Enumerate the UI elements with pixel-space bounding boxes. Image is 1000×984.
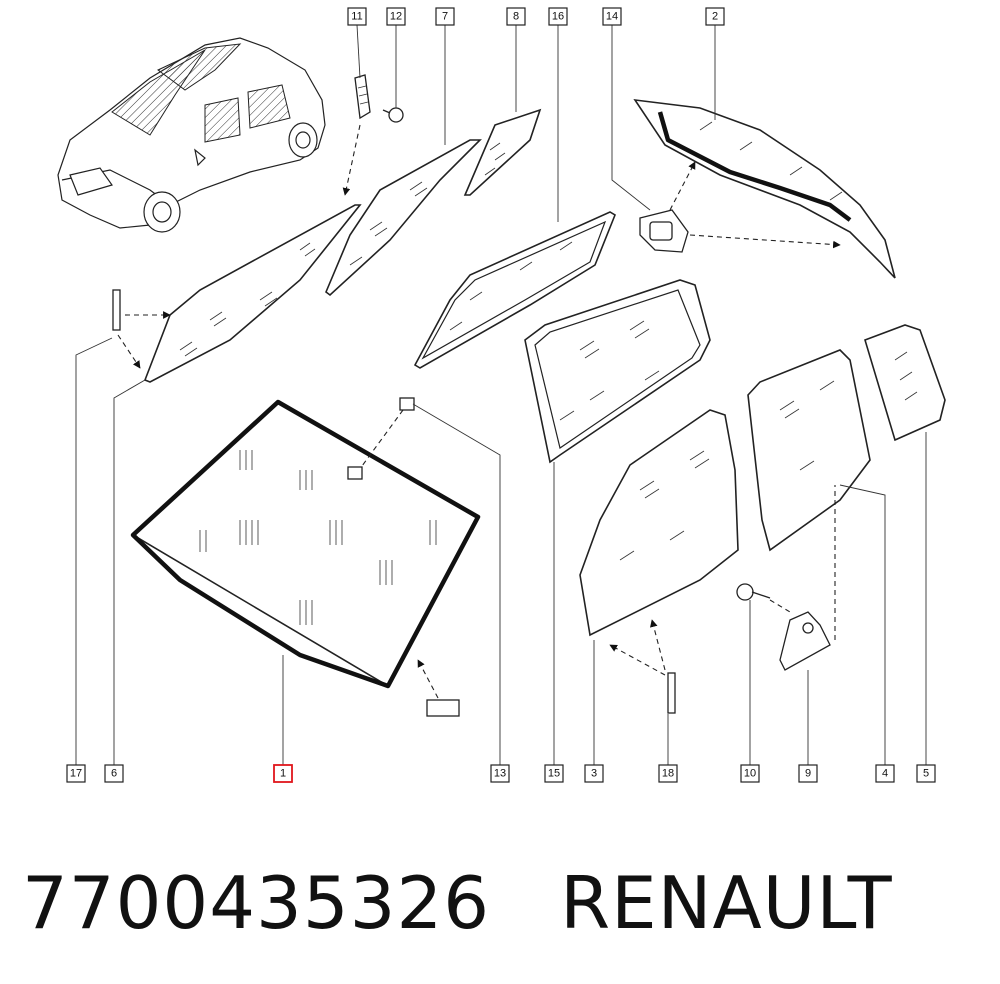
caption: 7700435326 RENAULT xyxy=(22,858,982,948)
svg-text:13: 13 xyxy=(494,768,506,780)
svg-text:6: 6 xyxy=(111,768,117,780)
arrow-13-pads xyxy=(361,409,404,467)
arrow-block-to-1 xyxy=(417,659,439,699)
callout-7: 7 xyxy=(435,7,455,26)
part-17-strip xyxy=(112,289,121,331)
callout-14: 14 xyxy=(602,7,622,26)
callout-13: 13 xyxy=(490,764,510,783)
svg-text:9: 9 xyxy=(805,768,811,780)
part-14-clip xyxy=(639,209,689,253)
part-12-screw xyxy=(382,107,404,123)
svg-text:17: 17 xyxy=(70,768,82,780)
leader-lines xyxy=(75,24,927,765)
part-13-label-block xyxy=(426,699,460,717)
callout-12: 12 xyxy=(386,7,406,26)
part-10-screw xyxy=(736,583,771,601)
callout-3: 3 xyxy=(584,764,604,783)
callout-6: 6 xyxy=(104,764,124,783)
part-13-pad-upper xyxy=(399,397,415,411)
part-5-glass xyxy=(864,324,946,442)
brand-name: RENAULT xyxy=(560,861,893,945)
part-15-glass xyxy=(524,279,711,464)
part-4-glass xyxy=(747,349,871,552)
callout-1: 1 xyxy=(273,764,293,783)
callout-2: 2 xyxy=(705,7,725,26)
callout-18: 18 xyxy=(658,764,678,783)
part-18-strip xyxy=(667,672,676,714)
svg-text:11: 11 xyxy=(351,11,362,23)
arrow-14-right xyxy=(689,234,841,249)
arrow-14-to-2 xyxy=(669,161,696,211)
svg-text:14: 14 xyxy=(606,11,618,23)
svg-text:16: 16 xyxy=(552,11,564,23)
part-13-pad-lower xyxy=(347,466,363,480)
svg-text:2: 2 xyxy=(712,11,718,23)
callout-16: 16 xyxy=(548,7,568,26)
part-number: 7700435326 xyxy=(22,861,491,945)
part-7-glass xyxy=(325,139,482,297)
part-11-clip xyxy=(354,74,371,120)
svg-text:1: 1 xyxy=(280,768,286,780)
callout-10: 10 xyxy=(740,764,760,783)
callout-17: 17 xyxy=(66,764,86,783)
arrow-10-to-9 xyxy=(769,599,791,613)
parts-diagram: 11 12 7 8 16 14 2 17 6 1 13 15 xyxy=(57,7,946,783)
part-2-rear-glass xyxy=(633,98,896,279)
arrow-18-left xyxy=(609,644,666,676)
callout-15: 15 xyxy=(544,764,564,783)
svg-text:4: 4 xyxy=(882,768,888,780)
part-6-glass xyxy=(143,204,362,383)
part-9-bracket xyxy=(779,611,831,671)
callout-4: 4 xyxy=(875,764,895,783)
part-3-glass xyxy=(579,409,739,637)
svg-text:5: 5 xyxy=(923,768,929,780)
svg-text:3: 3 xyxy=(591,768,597,780)
svg-text:18: 18 xyxy=(662,768,674,780)
callout-11: 11 xyxy=(347,7,367,26)
arrow-17-lower xyxy=(117,334,141,369)
part-8-glass xyxy=(463,108,542,196)
svg-text:15: 15 xyxy=(548,768,560,780)
svg-text:8: 8 xyxy=(513,11,519,23)
arrow-11-to-6 xyxy=(342,124,361,196)
svg-text:10: 10 xyxy=(744,768,756,780)
arrow-18-up xyxy=(650,619,666,671)
part-16-glass xyxy=(413,211,616,369)
svg-text:12: 12 xyxy=(390,11,402,23)
callout-5: 5 xyxy=(916,764,936,783)
car-illustration xyxy=(57,37,326,233)
callout-8: 8 xyxy=(506,7,526,26)
svg-text:7: 7 xyxy=(442,11,448,23)
part-1-windscreen xyxy=(130,399,481,689)
callout-9: 9 xyxy=(798,764,818,783)
